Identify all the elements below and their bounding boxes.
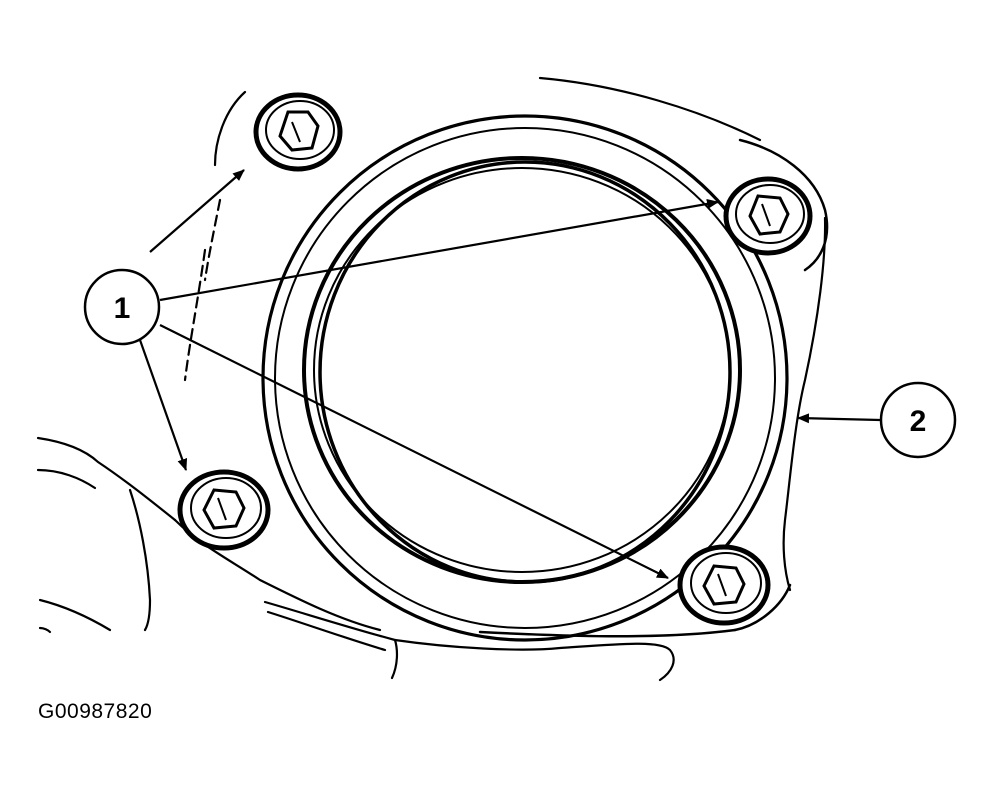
callout-1: 1: [83, 268, 161, 346]
throttle-body-flange: [261, 114, 829, 642]
callout-2: 2: [879, 381, 957, 459]
bolt-bottom-left: [177, 469, 271, 551]
bolt-bottom-right: [677, 544, 771, 626]
callout-1-label: 1: [114, 292, 131, 325]
callout-2-leader: [797, 413, 881, 424]
housing-outline: [36, 76, 827, 682]
callout-1-leaders: [138, 169, 719, 579]
callout-2-label: 2: [910, 405, 927, 438]
bolt-top-right: [723, 176, 813, 256]
bolt-top-left: [253, 92, 343, 172]
figure-id: G00987820: [38, 700, 153, 723]
